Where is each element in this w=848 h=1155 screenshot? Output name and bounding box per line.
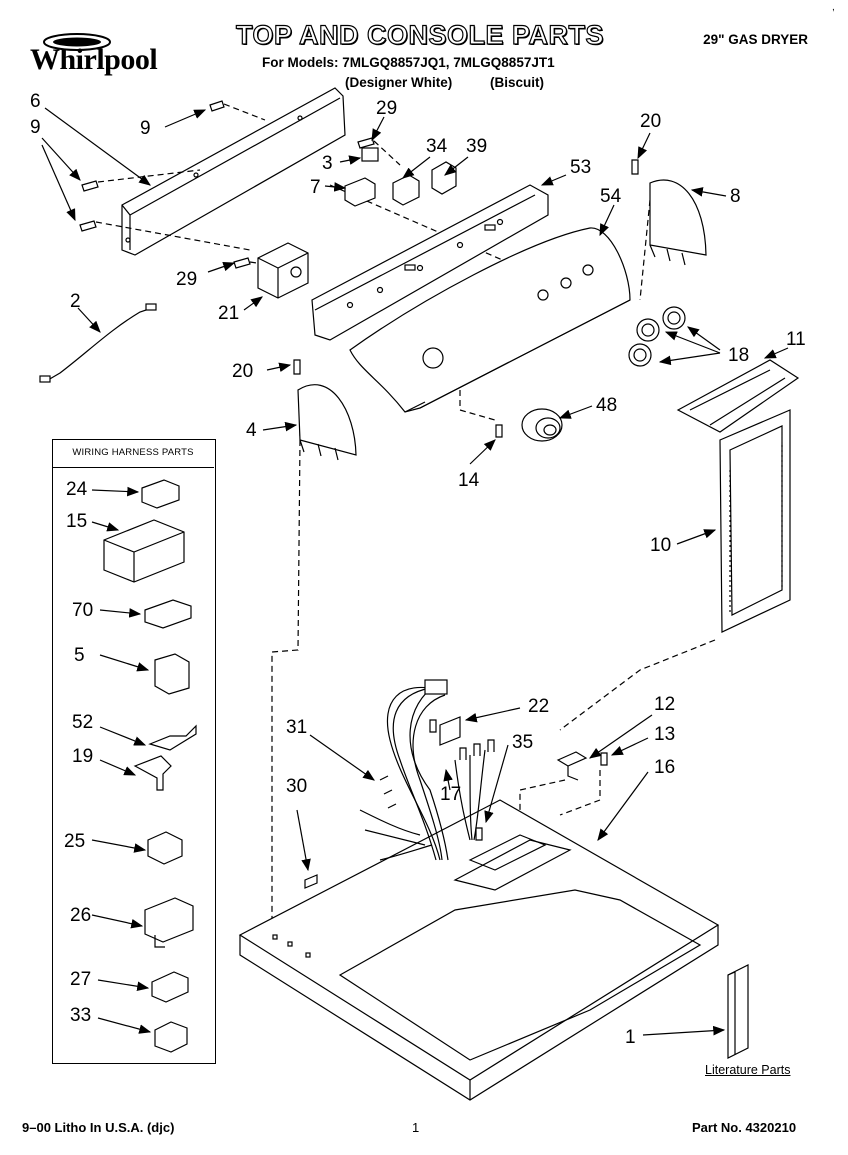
harness-callout: 5 — [74, 645, 85, 666]
callout-20: 20 — [232, 361, 254, 382]
callout-48: 48 — [596, 395, 618, 416]
corner-mark: , — [832, 2, 835, 13]
wire-harness-part — [359, 679, 495, 861]
callout-53: 53 — [570, 157, 592, 178]
callout-11: 11 — [786, 329, 806, 350]
harness-callout: 70 — [72, 600, 94, 621]
page-title: TOP AND CONSOLE PARTS — [235, 19, 605, 50]
literature-booklet-icon — [727, 964, 749, 1059]
callout-22: 22 — [528, 696, 550, 717]
harness-callout: 33 — [70, 1005, 92, 1026]
callout-3: 3 — [322, 153, 333, 174]
callout-4: 4 — [246, 420, 257, 441]
rear-bracket-part — [121, 87, 346, 256]
knob-part — [521, 408, 563, 442]
switch-part — [344, 147, 457, 207]
screw-icon — [293, 159, 639, 766]
callout-34: 34 — [426, 136, 448, 157]
harness-callout: 26 — [70, 905, 92, 926]
callout-18: 18 — [728, 345, 750, 366]
callout-35: 35 — [512, 732, 534, 753]
callout-39: 39 — [466, 136, 488, 157]
callout-14: 14 — [458, 470, 480, 491]
literature-parts-label: Literature Parts — [705, 1063, 791, 1077]
bracket-part — [429, 716, 588, 781]
callout-1: 1 — [625, 1027, 636, 1048]
callout-9: 9 — [140, 118, 151, 139]
callout-17: 17 — [440, 784, 462, 805]
console-part — [349, 227, 631, 413]
footer-litho: 9–00 Litho In U.S.A. (djc) — [22, 1120, 175, 1135]
models-line: For Models: 7MLGQ8857JQ1, 7MLGQ8857JT1 — [262, 55, 555, 70]
callout-30: 30 — [286, 776, 308, 797]
top-panel-part — [238, 799, 720, 1101]
harness-component-icon — [103, 479, 197, 1053]
harness-callout: 25 — [64, 831, 86, 852]
callout-12: 12 — [654, 694, 676, 715]
footer-part-number: Part No. 4320210 — [692, 1120, 797, 1135]
brand-logo — [22, 30, 172, 85]
screw-icon — [79, 100, 375, 269]
callout-7: 7 — [310, 177, 321, 198]
callout-10: 10 — [650, 535, 672, 556]
footer-page: 1 — [412, 1120, 420, 1135]
callout-16: 16 — [654, 757, 676, 778]
callout-9: 9 — [30, 117, 41, 138]
callout-29: 29 — [376, 98, 398, 119]
control-bracket-part — [311, 184, 549, 341]
harness-callout: 27 — [70, 969, 92, 990]
callout-6: 6 — [30, 91, 41, 112]
screw-icon — [304, 827, 483, 889]
variant-designer-white: (Designer White) — [345, 75, 453, 90]
wire-part — [39, 303, 157, 383]
harness-callout: 52 — [72, 712, 94, 733]
callout-2: 2 — [70, 291, 81, 312]
harness-callout: 19 — [72, 746, 94, 767]
callout-13: 13 — [654, 724, 676, 745]
callout-21: 21 — [218, 303, 240, 324]
variant-biscuit: (Biscuit) — [490, 75, 544, 90]
timer-part — [257, 242, 309, 299]
harness-callout: 15 — [66, 511, 88, 532]
harness-parts-title: WIRING HARNESS PARTS — [52, 439, 214, 468]
callout-8: 8 — [730, 186, 741, 207]
product-label: 29" GAS DRYER — [703, 32, 808, 47]
harness-callout: 24 — [66, 479, 88, 500]
callout-20: 20 — [640, 111, 662, 132]
harness-parts-box — [52, 439, 216, 1064]
logo-swoosh-icon — [43, 33, 111, 51]
callout-54: 54 — [600, 186, 622, 207]
callout-29: 29 — [176, 269, 198, 290]
end-cap-part — [297, 179, 707, 461]
brand-name: Whirlpool — [30, 43, 158, 76]
callout-31: 31 — [286, 717, 308, 738]
knob-part — [628, 306, 686, 367]
lint-screen-part — [676, 359, 800, 633]
